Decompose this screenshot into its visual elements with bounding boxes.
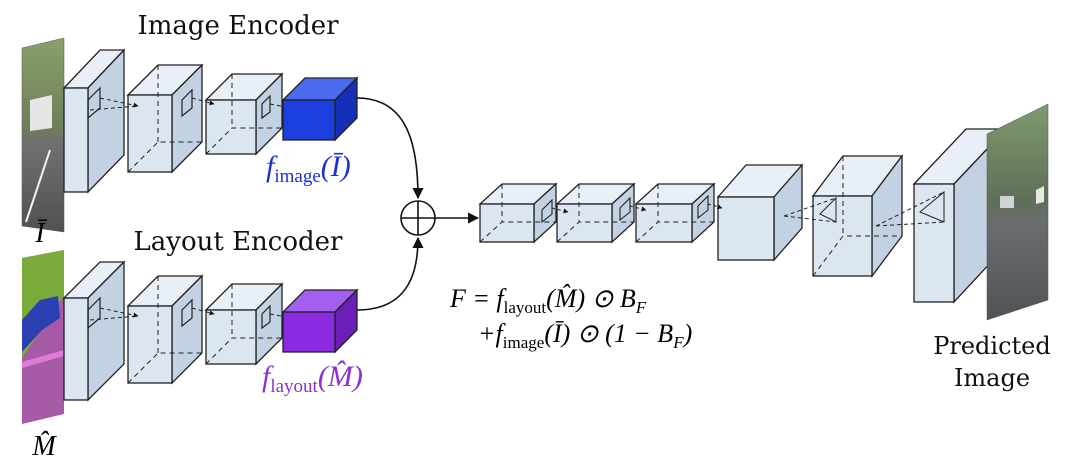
image-feature-arrow — [356, 97, 424, 200]
layout-encoder-blocks — [62, 260, 359, 402]
image-encoder-title: Image Encoder — [137, 11, 339, 41]
decoder-blocks — [478, 127, 1008, 304]
layout-feature-arrow — [356, 236, 424, 311]
fusion-equation-line2: +fimage(Ī) ⊙ (1 − BF) — [478, 319, 692, 352]
image-encoder-blocks — [62, 48, 359, 194]
input-layout-segmentation — [22, 250, 64, 424]
predicted-image-label-line2: Image — [954, 364, 1030, 392]
layout-feature-label: flayout(M̂) — [262, 360, 363, 397]
input-layout-label: M̂ — [31, 431, 57, 462]
fusion-add-node — [400, 200, 436, 236]
fusion-equation-line1: F = flayout(M̂) ⊙ BF — [449, 284, 647, 317]
predicted-image-photo — [986, 103, 1049, 321]
image-feature-label: fimage(Ī) — [266, 150, 351, 187]
layout-encoder-title: Layout Encoder — [134, 227, 344, 257]
input-image-label: Ī — [34, 218, 47, 249]
predicted-image-label-line1: Predicted — [933, 332, 1051, 360]
input-image-photo — [21, 37, 65, 233]
